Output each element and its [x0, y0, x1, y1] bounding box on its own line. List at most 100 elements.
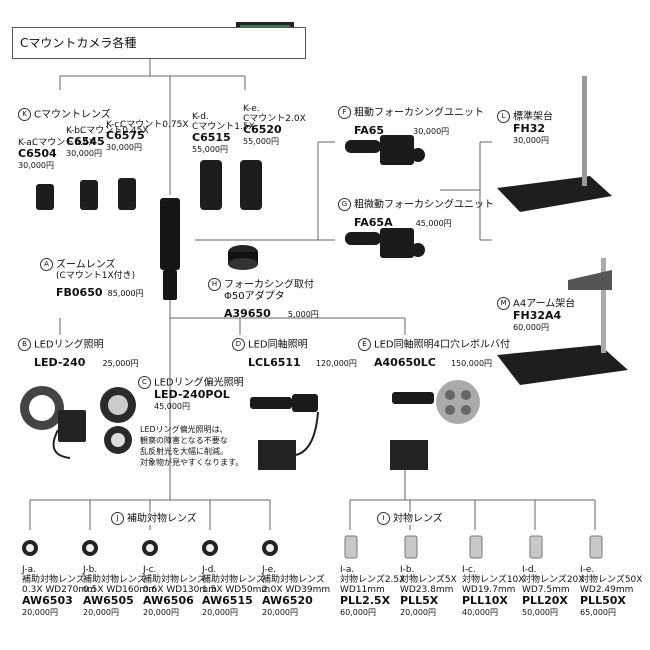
- item-price: 30,000円: [513, 136, 549, 145]
- item-name: 補助対物レンズ: [262, 575, 325, 585]
- i-group-label: 対物レンズ: [393, 513, 443, 525]
- item-price: 25,000円: [102, 359, 139, 368]
- letter-badge: B: [18, 338, 31, 351]
- item-spec: Cマウント0.4X: [32, 138, 95, 148]
- objective-lens-i-b[interactable]: I-b. 対物レンズ5X WD23.8mm PLL5X 20,000円: [400, 565, 457, 618]
- lens-item-k-a[interactable]: K-a. Cマウント0.4X C6504 30,000円: [18, 138, 95, 171]
- item-price: 20,000円: [202, 608, 238, 617]
- camera-title: Cマウントカメラ各種: [20, 36, 137, 50]
- item-code: AW6520: [262, 594, 313, 607]
- note-line: 乱反射光を大幅に削減。: [140, 447, 228, 456]
- item-letter: I-e.: [580, 565, 595, 575]
- item-code: LED-240: [34, 356, 86, 369]
- item-spec: 0.5X WD160mm: [83, 585, 157, 595]
- item-code: C6545: [66, 135, 105, 148]
- letter-badge: K: [18, 108, 31, 121]
- light-c-note: LEDリング偏光照明は、 観察の障害となる不要な 乱反射光を大幅に削減。 対象物…: [140, 424, 243, 468]
- item-title: LED同軸照明4口穴レボルバ付: [374, 339, 510, 351]
- item-name: 対物レンズ10X: [462, 575, 525, 585]
- letter-badge: E: [358, 338, 371, 351]
- zoom-lens-icon: [160, 198, 180, 300]
- item-code: LCL6511: [248, 356, 301, 369]
- objective-lens-icons: [344, 535, 603, 559]
- item-name: 補助対物レンズ: [22, 575, 85, 585]
- item-price: 30,000円: [106, 143, 142, 152]
- item-price: 85,000円: [107, 289, 144, 298]
- letter-badge: J: [111, 512, 124, 525]
- focusing-unit-g-icon: [345, 228, 425, 258]
- led-polarized-ring-icon: [100, 387, 136, 454]
- item-title: 粗微動フォーカシングユニット: [354, 199, 494, 211]
- item-title: フォーカシング取付: [224, 279, 314, 291]
- item-code: FH32A4: [513, 309, 562, 322]
- item-letter: I-b.: [400, 565, 415, 575]
- item-spec: 1.5X WD50mm: [202, 585, 271, 595]
- item-sub: Φ50アダプタ: [224, 291, 285, 302]
- letter-badge: C: [138, 376, 151, 389]
- objective-lens-i-c[interactable]: I-c. 対物レンズ10X WD19.7mm PLL10X 40,000円: [462, 565, 524, 618]
- aux-lens-j-e[interactable]: J-e. 補助対物レンズ 2.0X WD39mm AW6520 20,000円: [262, 565, 330, 618]
- item-code: C6515: [192, 131, 231, 144]
- item-price: 50,000円: [522, 608, 558, 617]
- item-price: 55,000円: [192, 145, 228, 154]
- lens-item-k-d[interactable]: K-d. Cマウント1.5X C6515 55,000円: [192, 112, 255, 155]
- item-price: 45,000円: [154, 402, 190, 411]
- item-code: AW6503: [22, 594, 73, 607]
- item-code: PLL20X: [522, 594, 568, 607]
- item-price: 30,000円: [66, 149, 102, 158]
- item-letter: K-a.: [18, 138, 35, 148]
- item-price: 60,000円: [513, 323, 549, 332]
- coaxial-led-revolver-icon: [390, 380, 480, 470]
- adapter-ring-icon: [228, 245, 258, 270]
- item-code: FH32: [513, 122, 546, 135]
- item-code: FA65: [354, 124, 385, 137]
- item-spec: 2.0X WD39mm: [262, 585, 331, 595]
- item-spec: WD19.7mm: [462, 585, 516, 595]
- aux-lens-j-b[interactable]: J-b. 補助対物レンズ 0.5X WD160mm AW6505 20,000円: [83, 565, 157, 618]
- item-code: FA65A: [354, 216, 393, 229]
- letter-badge: A: [40, 258, 53, 271]
- item-letter: I-a.: [340, 565, 355, 575]
- item-spec: 0.3X WD270mm: [22, 585, 96, 595]
- letter-badge: I: [377, 512, 390, 525]
- item-price: 45,000円: [415, 219, 452, 228]
- item-title: 標準架台: [513, 111, 553, 123]
- item-title: LEDリング偏光照明: [154, 377, 244, 389]
- item-code: C6575: [106, 129, 145, 142]
- item-code: FB0650: [56, 286, 103, 299]
- aux-lens-j-d[interactable]: J-d. 補助対物レンズ 1.5X WD50mm AW6515 20,000円: [202, 565, 270, 618]
- item-name: 対物レンズ2.5X: [340, 575, 406, 585]
- item-code: PLL10X: [462, 594, 508, 607]
- objective-lens-i-a[interactable]: I-a. 対物レンズ2.5X WD11mm PLL2.5X 60,000円: [340, 565, 405, 618]
- item-name: 補助対物レンズ: [83, 575, 146, 585]
- aux-lens-j-c[interactable]: J-c. 補助対物レンズ 0.6X WD130mm AW6506 20,000円: [143, 565, 217, 618]
- objective-lens-i-d[interactable]: I-d. 対物レンズ20X WD7.5mm PLL20X 50,000円: [522, 565, 584, 618]
- item-code: A39650: [224, 307, 271, 320]
- item-spec: 0.6X WD130mm: [143, 585, 217, 595]
- item-code: C6520: [243, 123, 282, 136]
- item-title: LEDリング照明: [34, 339, 104, 351]
- led-ring-icon: [20, 386, 86, 459]
- aux-lens-j-a[interactable]: J-a. 補助対物レンズ 0.3X WD270mm AW6503 20,000円: [22, 565, 96, 618]
- item-spec: Cマウント0.45X: [80, 126, 149, 136]
- item-letter: J-d.: [202, 565, 217, 575]
- lens-item-k-e[interactable]: K-e. Cマウント2.0X C6520 55,000円: [243, 104, 306, 147]
- objective-lens-i-e[interactable]: I-e. 対物レンズ50X WD2.49mm PLL50X 65,000円: [580, 565, 642, 618]
- item-spec: Cマウント1.5X: [192, 122, 255, 132]
- item-spec: Cマウント0.75X: [120, 120, 189, 130]
- lens-item-k-b[interactable]: K-b. Cマウント0.45X C6545 30,000円: [66, 126, 149, 159]
- lens-item-k-c[interactable]: K-c. Cマウント0.75X C6575 30,000円: [106, 120, 189, 153]
- j-group-label: 補助対物レンズ: [127, 513, 197, 525]
